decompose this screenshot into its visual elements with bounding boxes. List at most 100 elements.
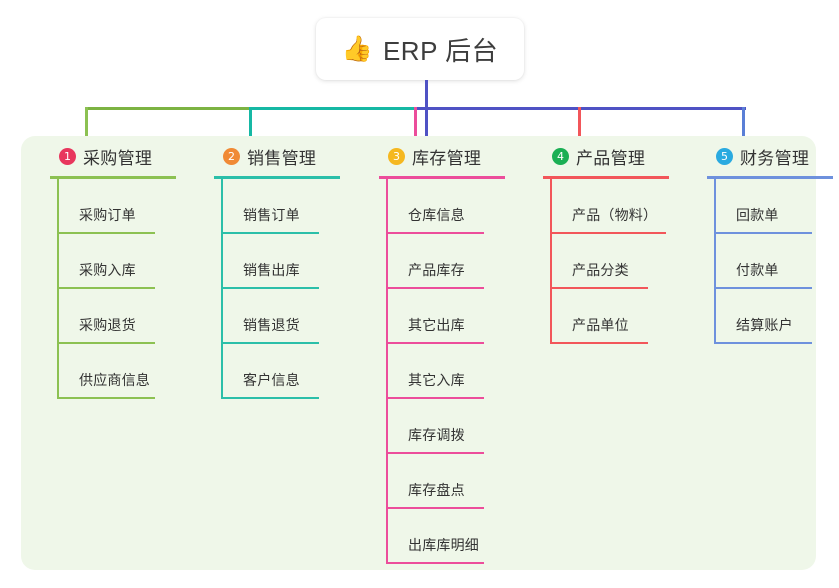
- column-items-3: 仓库信息产品库存其它出库其它入库库存调拨库存盘点出库库明细: [386, 179, 530, 564]
- list-item-label: 销售出库: [243, 262, 300, 278]
- column-badge-1: 1: [59, 147, 76, 165]
- column-items-2: 销售订单销售出库销售退货客户信息: [221, 179, 365, 399]
- list-item[interactable]: 产品单位: [550, 289, 694, 344]
- list-item-rule: [386, 232, 484, 234]
- list-item[interactable]: 产品分类: [550, 234, 694, 289]
- list-item-rule: [386, 452, 484, 454]
- column-header-rule-4: [543, 176, 669, 179]
- column-badge-4: 4: [552, 147, 569, 165]
- column-items-1: 采购订单采购入库采购退货供应商信息: [57, 179, 201, 399]
- root-title: ERP 后台: [382, 35, 499, 66]
- column-header-rule-2: [214, 176, 340, 179]
- list-item-rule: [221, 232, 319, 234]
- column-spine-3: [386, 179, 388, 564]
- list-item-label: 销售订单: [243, 207, 300, 223]
- list-item[interactable]: 结算账户: [714, 289, 839, 344]
- list-item[interactable]: 采购退货: [57, 289, 201, 344]
- list-item-rule: [386, 397, 484, 399]
- list-item-label: 库存盘点: [408, 482, 465, 498]
- list-item-rule: [714, 232, 812, 234]
- list-item[interactable]: 产品库存: [386, 234, 530, 289]
- column-title-1: 采购管理: [83, 148, 153, 168]
- column-header-1[interactable]: 1 采购管理: [41, 144, 201, 168]
- list-item-rule: [57, 397, 155, 399]
- list-item-rule: [57, 342, 155, 344]
- list-item-label: 结算账户: [736, 317, 793, 333]
- column-header-3[interactable]: 3 库存管理: [370, 144, 530, 168]
- list-item[interactable]: 采购入库: [57, 234, 201, 289]
- list-item-label: 产品分类: [572, 262, 629, 278]
- list-item[interactable]: 回款单: [714, 179, 839, 234]
- list-item-rule: [550, 232, 666, 234]
- list-item-rule: [386, 342, 484, 344]
- list-item[interactable]: 销售出库: [221, 234, 365, 289]
- list-item-label: 采购退货: [79, 317, 136, 333]
- list-item[interactable]: 销售退货: [221, 289, 365, 344]
- list-item-label: 库存调拨: [408, 427, 465, 443]
- list-item-rule: [386, 507, 484, 509]
- column-spine-2: [221, 179, 223, 399]
- list-item-rule: [550, 342, 648, 344]
- column-3: 3 库存管理仓库信息产品库存其它出库其它入库库存调拨库存盘点出库库明细: [370, 144, 530, 564]
- column-spine-5: [714, 179, 716, 344]
- connector-drop-3: [414, 107, 417, 144]
- list-item[interactable]: 仓库信息: [386, 179, 530, 234]
- list-item[interactable]: 付款单: [714, 234, 839, 289]
- column-header-2[interactable]: 2 销售管理: [205, 144, 365, 168]
- list-item-label: 采购订单: [79, 207, 136, 223]
- list-item-label: 产品库存: [408, 262, 465, 278]
- column-items-5: 回款单付款单结算账户: [714, 179, 839, 344]
- list-item-rule: [57, 232, 155, 234]
- column-badge-5: 5: [716, 147, 733, 165]
- column-badge-2: 2: [223, 147, 240, 165]
- list-item-label: 采购入库: [79, 262, 136, 278]
- connector-root-drop: [425, 80, 428, 142]
- column-items-4: 产品（物料） 产品分类产品单位: [550, 179, 694, 344]
- column-header-rule-5: [707, 176, 833, 179]
- list-item-label: 销售退货: [243, 317, 300, 333]
- column-badge-3: 3: [388, 147, 405, 165]
- list-item-label: 产品（物料）: [572, 207, 658, 223]
- list-item[interactable]: 供应商信息: [57, 344, 201, 399]
- list-item-rule: [221, 287, 319, 289]
- list-item-rule: [221, 397, 319, 399]
- column-header-rule-1: [50, 176, 176, 179]
- list-item[interactable]: 其它入库: [386, 344, 530, 399]
- column-title-3: 库存管理: [412, 148, 482, 168]
- connector-drop-5: [742, 107, 745, 144]
- list-item[interactable]: 其它出库: [386, 289, 530, 344]
- list-item-label: 供应商信息: [79, 372, 150, 388]
- list-item-rule: [386, 287, 484, 289]
- column-title-4: 产品管理: [576, 148, 646, 168]
- column-spine-1: [57, 179, 59, 399]
- list-item-label: 其它入库: [408, 372, 465, 388]
- column-4: 4 产品管理产品（物料） 产品分类产品单位: [534, 144, 694, 344]
- list-item[interactable]: 出库库明细: [386, 509, 530, 564]
- list-item[interactable]: 销售订单: [221, 179, 365, 234]
- list-item[interactable]: 产品（物料）: [550, 179, 694, 234]
- column-spine-4: [550, 179, 552, 344]
- column-title-2: 销售管理: [247, 148, 317, 168]
- connector-drop-2: [249, 107, 252, 144]
- thumbs-up-icon: 👍: [341, 34, 373, 63]
- list-item-rule: [550, 287, 648, 289]
- list-item[interactable]: 库存调拨: [386, 399, 530, 454]
- connector-bus-mid: [249, 107, 414, 110]
- list-item-rule: [714, 287, 812, 289]
- list-item-label: 回款单: [736, 207, 779, 223]
- list-item[interactable]: 客户信息: [221, 344, 365, 399]
- root-node[interactable]: 👍 ERP 后台: [316, 18, 524, 80]
- column-header-rule-3: [379, 176, 505, 179]
- connector-drop-1: [85, 107, 88, 144]
- connector-bus-left: [85, 107, 249, 110]
- branches-panel: [21, 136, 816, 570]
- list-item-rule: [221, 342, 319, 344]
- list-item-label: 其它出库: [408, 317, 465, 333]
- list-item[interactable]: 库存盘点: [386, 454, 530, 509]
- column-header-4[interactable]: 4 产品管理: [534, 144, 694, 168]
- column-2: 2 销售管理销售订单销售出库销售退货客户信息: [205, 144, 365, 399]
- list-item-rule: [57, 287, 155, 289]
- list-item[interactable]: 采购订单: [57, 179, 201, 234]
